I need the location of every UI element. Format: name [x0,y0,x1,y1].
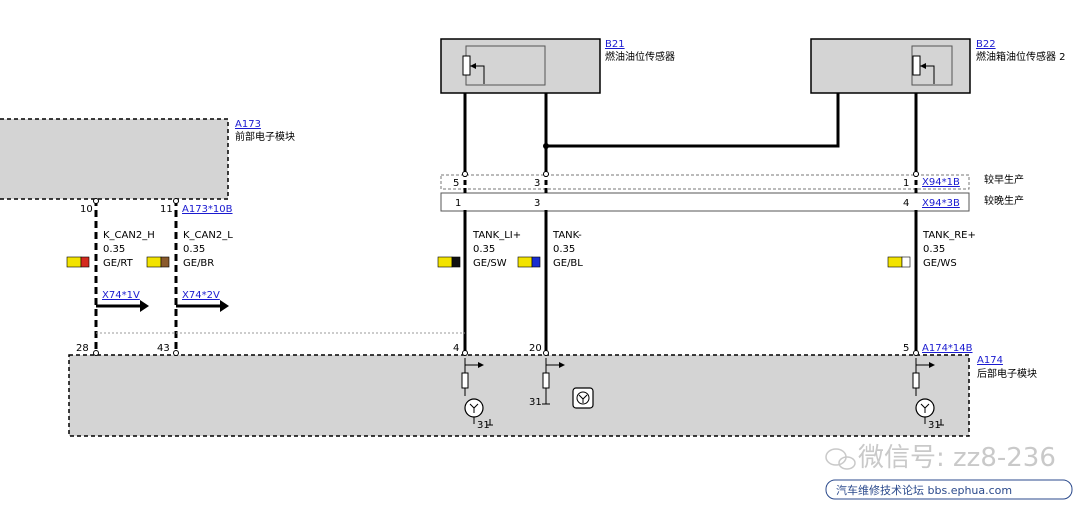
wire-color-code: GE/WS [923,258,957,269]
x74-2v-ref[interactable]: X74*2V [182,290,220,301]
pin-label: 3 [534,198,540,209]
pin-label: 20 [529,343,542,354]
wire-color-code: GE/BL [553,258,583,269]
arrow-x74-1v[interactable] [96,300,149,312]
connector-x94-3b-strip [440,192,970,212]
b22-name: 燃油箱油位传感器 2 [976,50,1066,63]
wire-name: K_CAN2_H [103,230,155,241]
swatch-color-segment [160,256,170,268]
pin-label: 3 [534,178,540,189]
swatch-color-segment [146,256,162,268]
wire-name: TANK- [552,230,582,241]
swatch-color-segment [451,256,461,268]
a174-input-circuit-tank-minus [542,358,565,405]
swatch-color-segment [437,256,453,268]
a174-module-box[interactable] [68,354,970,437]
pin-label: 10 [80,204,93,215]
pin-label: 5 [903,343,909,354]
wire-size: 0.35 [473,244,495,255]
x94-3b-ref[interactable]: X94*3B [922,198,960,209]
swatch-color-segment [901,256,911,268]
wire-name: TANK_RE+ [922,230,976,241]
arrow-x74-2v[interactable] [176,300,229,312]
wire-size: 0.35 [923,244,945,255]
swatch-color-segment [887,256,903,268]
swatch-color-segment [517,256,533,268]
pin-label: 11 [160,204,173,215]
ground-label: 31 [477,420,490,431]
a173-module-box[interactable] [0,118,229,200]
swatch-color-segment [80,256,90,268]
a174-input-circuit-tank-li [461,358,493,426]
pin-label: 1 [903,178,909,189]
wire-color-code: GE/SW [473,258,507,269]
a174-14b-ref[interactable]: A174*14B [922,343,973,354]
ground-label: 31 [529,397,542,408]
wire-size: 0.35 [103,244,125,255]
wire-color-swatch [146,256,170,268]
a173-id[interactable]: A173 [235,119,261,130]
x74-1v-ref[interactable]: X74*1V [102,290,140,301]
wire-color-swatch [437,256,461,268]
wechat-icon [825,448,856,470]
wire-color-swatch [66,256,90,268]
ground-label: 31 [928,420,941,431]
connector-x94-1b-strip [440,174,970,190]
a173-name: 前部电子模块 [235,130,295,143]
wire-color-code: GE/BR [183,258,214,269]
wire-color-swatch [887,256,911,268]
banner-badge[interactable] [825,479,1073,500]
b21-sensor-box[interactable] [440,38,601,94]
a174-id[interactable]: A174 [977,355,1003,366]
pin-label: 4 [903,198,909,209]
x94-3b-note: 较晚生产 [984,194,1024,207]
a173-10b-ref[interactable]: A173*10B [182,204,233,215]
pin-label: 28 [76,343,89,354]
pin-label: 1 [455,198,461,209]
a174-input-circuit-tank-re [912,358,944,426]
pin-label: 4 [453,343,459,354]
x94-1b-ref[interactable]: X94*1B [922,177,960,188]
ground-symbol-icon [572,387,594,409]
swatch-color-segment [531,256,541,268]
wire-name: K_CAN2_L [183,230,233,241]
x94-1b-note: 较早生产 [984,173,1024,186]
pin-label: 5 [453,178,459,189]
wire-name: TANK_LI+ [472,230,521,241]
b21-id[interactable]: B21 [605,39,625,50]
banner-text: 汽车维修技术论坛 bbs.ephua.com [836,483,1012,497]
wire-size: 0.35 [183,244,205,255]
b21-name: 燃油油位传感器 [605,50,675,63]
b22-id[interactable]: B22 [976,39,996,50]
b22-sensor-box[interactable] [810,38,971,94]
pin-markers [93,171,919,356]
wire-size: 0.35 [553,244,575,255]
pin-label: 43 [157,343,170,354]
swatch-color-segment [66,256,82,268]
wire-tank-minus[interactable] [543,93,840,355]
watermark-text: 微信号: zz8-236 [858,443,1056,473]
wire-color-code: GE/RT [103,258,134,269]
wire-color-swatch [517,256,541,268]
a174-name: 后部电子模块 [977,367,1037,380]
